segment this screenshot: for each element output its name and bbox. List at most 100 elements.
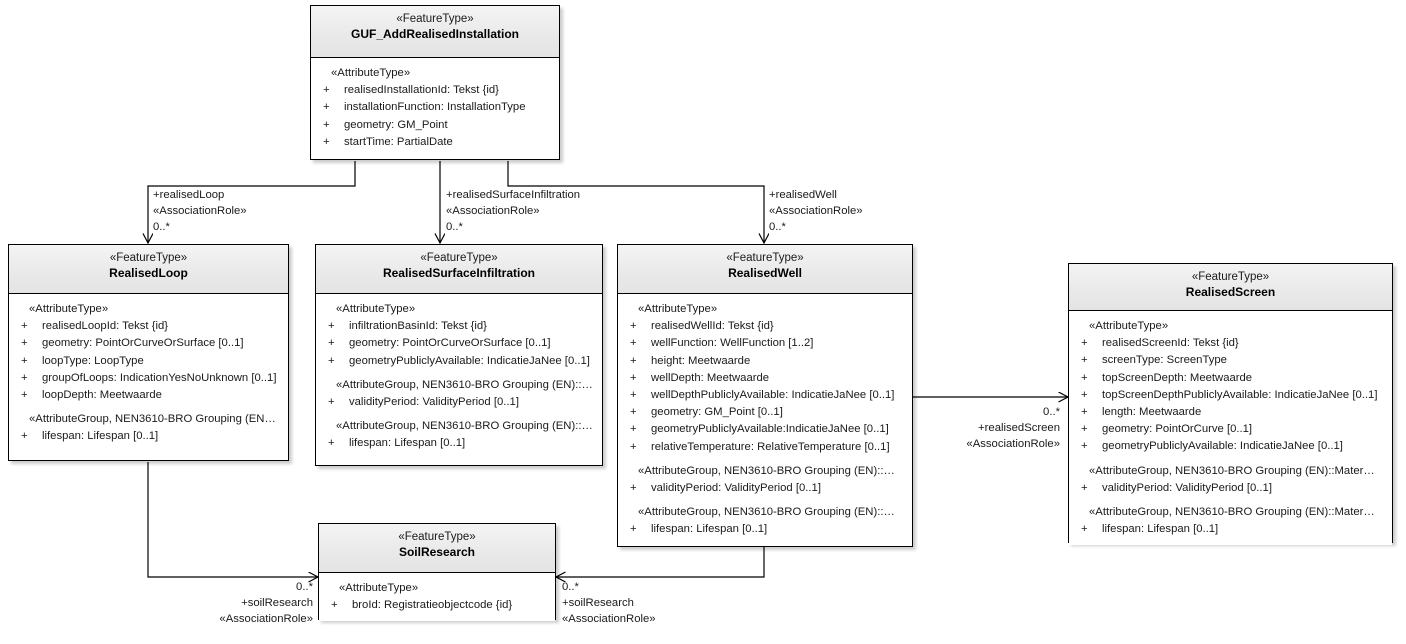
association-stereotype: «AssociationRole»: [219, 613, 313, 625]
attribute-row[interactable]: + loopDepth: Meetwaarde: [9, 387, 288, 404]
visibility-marker: +: [630, 423, 637, 436]
class-guf-add-realised-installation[interactable]: «FeatureType» GUF_AddRealisedInstallatio…: [310, 5, 560, 160]
attribute-row[interactable]: + screenType: ScreenType: [1069, 352, 1392, 369]
attribute-row[interactable]: + geometryPubliclyAvailable:IndicatieJaN…: [618, 421, 912, 438]
attribute-row[interactable]: + geometryPubliclyAvailable: IndicatieJa…: [316, 353, 602, 370]
association-label-realised-loop: +realisedLoop «AssociationRole» 0..*: [153, 187, 247, 235]
attribute-text: lifespan: Lifespan [0..1]: [42, 430, 159, 443]
attribute-group-label: «AttributeGroup, NEN3610-BRO Grouping (E…: [336, 420, 593, 433]
attribute-row[interactable]: + realisedWellId: Tekst {id}: [618, 318, 912, 335]
attribute-row[interactable]: + validityPeriod: ValidityPeriod [0..1]: [1069, 480, 1392, 497]
visibility-marker: +: [630, 440, 637, 453]
visibility-marker: +: [630, 371, 637, 384]
attribute-row[interactable]: + realisedLoopId: Tekst {id}: [9, 318, 288, 335]
attribute-text: infiltrationBasinId: Tekst {id}: [349, 320, 487, 333]
attribute-row[interactable]: + wellDepth: Meetwaarde: [618, 370, 912, 387]
attribute-text: geometryPubliclyAvailable: IndicatieJaNe…: [349, 354, 590, 367]
group-spacer: [618, 456, 912, 463]
association-role: +realisedScreen: [978, 422, 1060, 434]
attribute-row[interactable]: + geometry: PointOrCurveOrSurface [0..1]: [9, 335, 288, 352]
attribute-text: geometry: PointOrCurveOrSurface [0..1]: [42, 337, 244, 350]
attribute-text: startTime: PartialDate: [344, 135, 453, 148]
attribute-text: validityPeriod: ValidityPeriod [0..1]: [651, 482, 821, 495]
visibility-marker: +: [328, 437, 335, 450]
attribute-row[interactable]: + lifespan: Lifespan [0..1]: [618, 521, 912, 538]
class-stereotype: «FeatureType»: [420, 252, 498, 264]
attribute-text: lifespan: Lifespan [0..1]: [651, 523, 768, 536]
attribute-row[interactable]: + infiltrationBasinId: Tekst {id}: [316, 318, 602, 335]
association-role: +soilResearch: [562, 597, 634, 609]
class-name: RealisedSurfaceInfiltration: [382, 266, 536, 280]
association-role: +realisedWell: [769, 189, 837, 201]
attribute-row[interactable]: + installationFunction: InstallationType: [311, 99, 559, 116]
attribute-row[interactable]: + broId: Registratieobjectcode {id}: [319, 597, 555, 614]
attribute-row[interactable]: + topScreenDepth: Meetwaarde: [1069, 370, 1392, 387]
attribute-row[interactable]: + lifespan: Lifespan [0..1]: [1069, 521, 1392, 538]
class-realised-surface-infiltration[interactable]: «FeatureType» RealisedSurfaceInfiltratio…: [315, 244, 603, 466]
attribute-text: groupOfLoops: IndicationYesNoUnknown [0.…: [42, 371, 277, 384]
attribute-text: broId: Registratieobjectcode {id}: [352, 599, 513, 612]
visibility-marker: +: [328, 320, 335, 333]
class-realised-well[interactable]: «FeatureType» RealisedWell «AttributeTyp…: [617, 244, 913, 547]
visibility-marker: +: [630, 389, 637, 402]
visibility-marker: +: [323, 135, 330, 148]
attribute-row[interactable]: + geometry: PointOrCurve [0..1]: [1069, 421, 1392, 438]
class-realised-screen[interactable]: «FeatureType» RealisedScreen «AttributeT…: [1068, 263, 1393, 546]
association-label-soil-research-loop: 0..* +soilResearch «AssociationRole»: [168, 579, 313, 627]
class-body: «AttributeType» + realisedLoopId: Tekst …: [9, 294, 288, 453]
attribute-row[interactable]: + topScreenDepthPubliclyAvailable: Indic…: [1069, 387, 1392, 404]
attribute-row[interactable]: + realisedInstallationId: Tekst {id}: [311, 82, 559, 99]
attribute-row[interactable]: + geometryPubliclyAvailable: IndicatieJa…: [1069, 438, 1392, 455]
attribute-row[interactable]: + height: Meetwaarde: [618, 353, 912, 370]
attribute-row[interactable]: + length: Meetwaarde: [1069, 404, 1392, 421]
attribute-row[interactable]: + wellFunction: WellFunction [1..2]: [618, 335, 912, 352]
association-label-realised-surface-infiltration: +realisedSurfaceInfiltration «Associatio…: [446, 187, 580, 235]
attribute-row[interactable]: + validityPeriod: ValidityPeriod [0..1]: [618, 480, 912, 497]
attribute-text: wellDepthPubliclyAvailable: IndicatieJaN…: [651, 389, 895, 402]
attribute-row[interactable]: + lifespan: Lifespan [0..1]: [9, 428, 288, 445]
attribute-row[interactable]: + validityPeriod: ValidityPeriod [0..1]: [316, 394, 602, 411]
attribute-group-label: «AttributeGroup, NEN3610-BRO Grouping (E…: [29, 413, 276, 426]
association-multiplicity: 0..*: [296, 581, 313, 593]
attribute-row[interactable]: + wellDepthPubliclyAvailable: IndicatieJ…: [618, 387, 912, 404]
attribute-row[interactable]: + lifespan: Lifespan [0..1]: [316, 435, 602, 452]
attribute-row[interactable]: + relativeTemperature: RelativeTemperatu…: [618, 439, 912, 456]
attribute-row[interactable]: + loopType: LoopType: [9, 353, 288, 370]
attribute-row[interactable]: + geometry: GM_Point [0..1]: [618, 404, 912, 421]
class-realised-loop[interactable]: «FeatureType» RealisedLoop «AttributeTyp…: [8, 244, 289, 461]
attribute-text: realisedInstallationId: Tekst {id}: [344, 84, 499, 97]
class-stereotype: «FeatureType»: [1191, 271, 1270, 283]
class-name: RealisedWell: [728, 266, 802, 280]
visibility-marker: +: [21, 337, 28, 350]
group-spacer: [316, 411, 602, 418]
attribute-text: relativeTemperature: RelativeTemperature…: [651, 440, 890, 453]
attribute-group-label: «AttributeGroup, NEN3610-BRO Grouping (E…: [638, 506, 895, 519]
attribute-group-label: «AttributeGroup, NEN3610-BRO Grouping (E…: [336, 378, 593, 391]
attribute-text: loopDepth: Meetwaarde: [42, 389, 162, 402]
visibility-marker: +: [1081, 371, 1088, 384]
attribute-row[interactable]: + geometry: PointOrCurveOrSurface [0..1]: [316, 335, 602, 352]
attribute-text: lifespan: Lifespan [0..1]: [349, 437, 466, 450]
visibility-marker: +: [328, 337, 335, 350]
class-header: «FeatureType» RealisedWell: [618, 245, 912, 294]
attribute-row[interactable]: + groupOfLoops: IndicationYesNoUnknown […: [9, 370, 288, 387]
attribute-row[interactable]: + geometry: GM_Point: [311, 117, 559, 134]
attribute-text: validityPeriod: ValidityPeriod [0..1]: [1102, 481, 1272, 494]
class-header: «FeatureType» GUF_AddRealisedInstallatio…: [311, 6, 559, 58]
attribute-text: geometryPubliclyAvailable: IndicatieJaNe…: [1102, 440, 1343, 453]
attribute-text: length: Meetwaarde: [1102, 406, 1202, 419]
association-role: +realisedSurfaceInfiltration: [446, 189, 581, 201]
attribute-row[interactable]: + realisedScreenId: Tekst {id}: [1069, 335, 1392, 352]
class-soil-research[interactable]: «FeatureType» SoilResearch «AttributeTyp…: [318, 523, 556, 622]
attribute-row[interactable]: + startTime: PartialDate: [311, 134, 559, 151]
visibility-marker: +: [1081, 354, 1088, 367]
visibility-marker: +: [1081, 440, 1088, 453]
visibility-marker: +: [1081, 481, 1088, 494]
visibility-marker: +: [630, 523, 637, 536]
class-header: «FeatureType» RealisedLoop: [9, 245, 288, 294]
attribute-text: geometry: GM_Point [0..1]: [651, 406, 783, 419]
association-stereotype: «AssociationRole»: [769, 205, 863, 217]
attribute-text: height: Meetwaarde: [651, 354, 751, 367]
attribute-text: geometry: GM_Point: [344, 118, 448, 131]
